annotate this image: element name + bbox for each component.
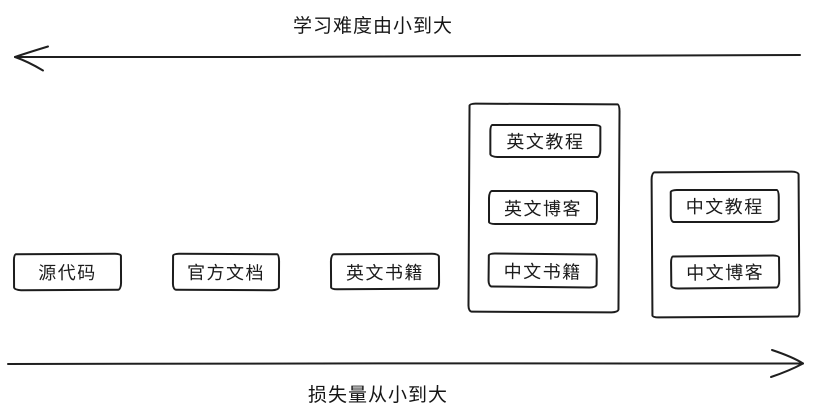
node-official-docs: 官方文档 — [171, 252, 281, 292]
loss-arrow-right-icon — [7, 349, 804, 378]
node-chinese-books-label: 中文书籍 — [503, 261, 582, 283]
node-english-tutorial-label: 英文教程 — [506, 131, 585, 154]
bottom-axis-label: 损失量从小到大 — [308, 384, 449, 406]
top-axis-label: 学习难度由小到大 — [293, 15, 454, 37]
difficulty-arrow-left-icon — [14, 45, 801, 72]
node-chinese-tutorial: 中文教程 — [669, 188, 780, 224]
node-english-books-label: 英文书籍 — [345, 262, 425, 284]
node-chinese-blog-label: 中文博客 — [686, 262, 765, 285]
node-english-tutorial: 英文教程 — [489, 123, 602, 159]
node-chinese-tutorial-label: 中文教程 — [685, 196, 764, 219]
group-box-1: 英文教程 英文博客 中文书籍 — [467, 102, 621, 314]
node-english-blog: 英文博客 — [487, 189, 599, 226]
node-english-blog-label: 英文博客 — [503, 198, 583, 220]
node-chinese-blog: 中文博客 — [669, 254, 781, 290]
node-english-books: 英文书籍 — [329, 252, 441, 291]
node-chinese-books: 中文书籍 — [487, 252, 598, 289]
group-box-2: 中文教程 中文博客 — [650, 170, 801, 319]
node-source-code-label: 源代码 — [38, 262, 97, 285]
node-official-docs-label: 官方文档 — [186, 262, 266, 285]
node-source-code: 源代码 — [12, 252, 123, 292]
